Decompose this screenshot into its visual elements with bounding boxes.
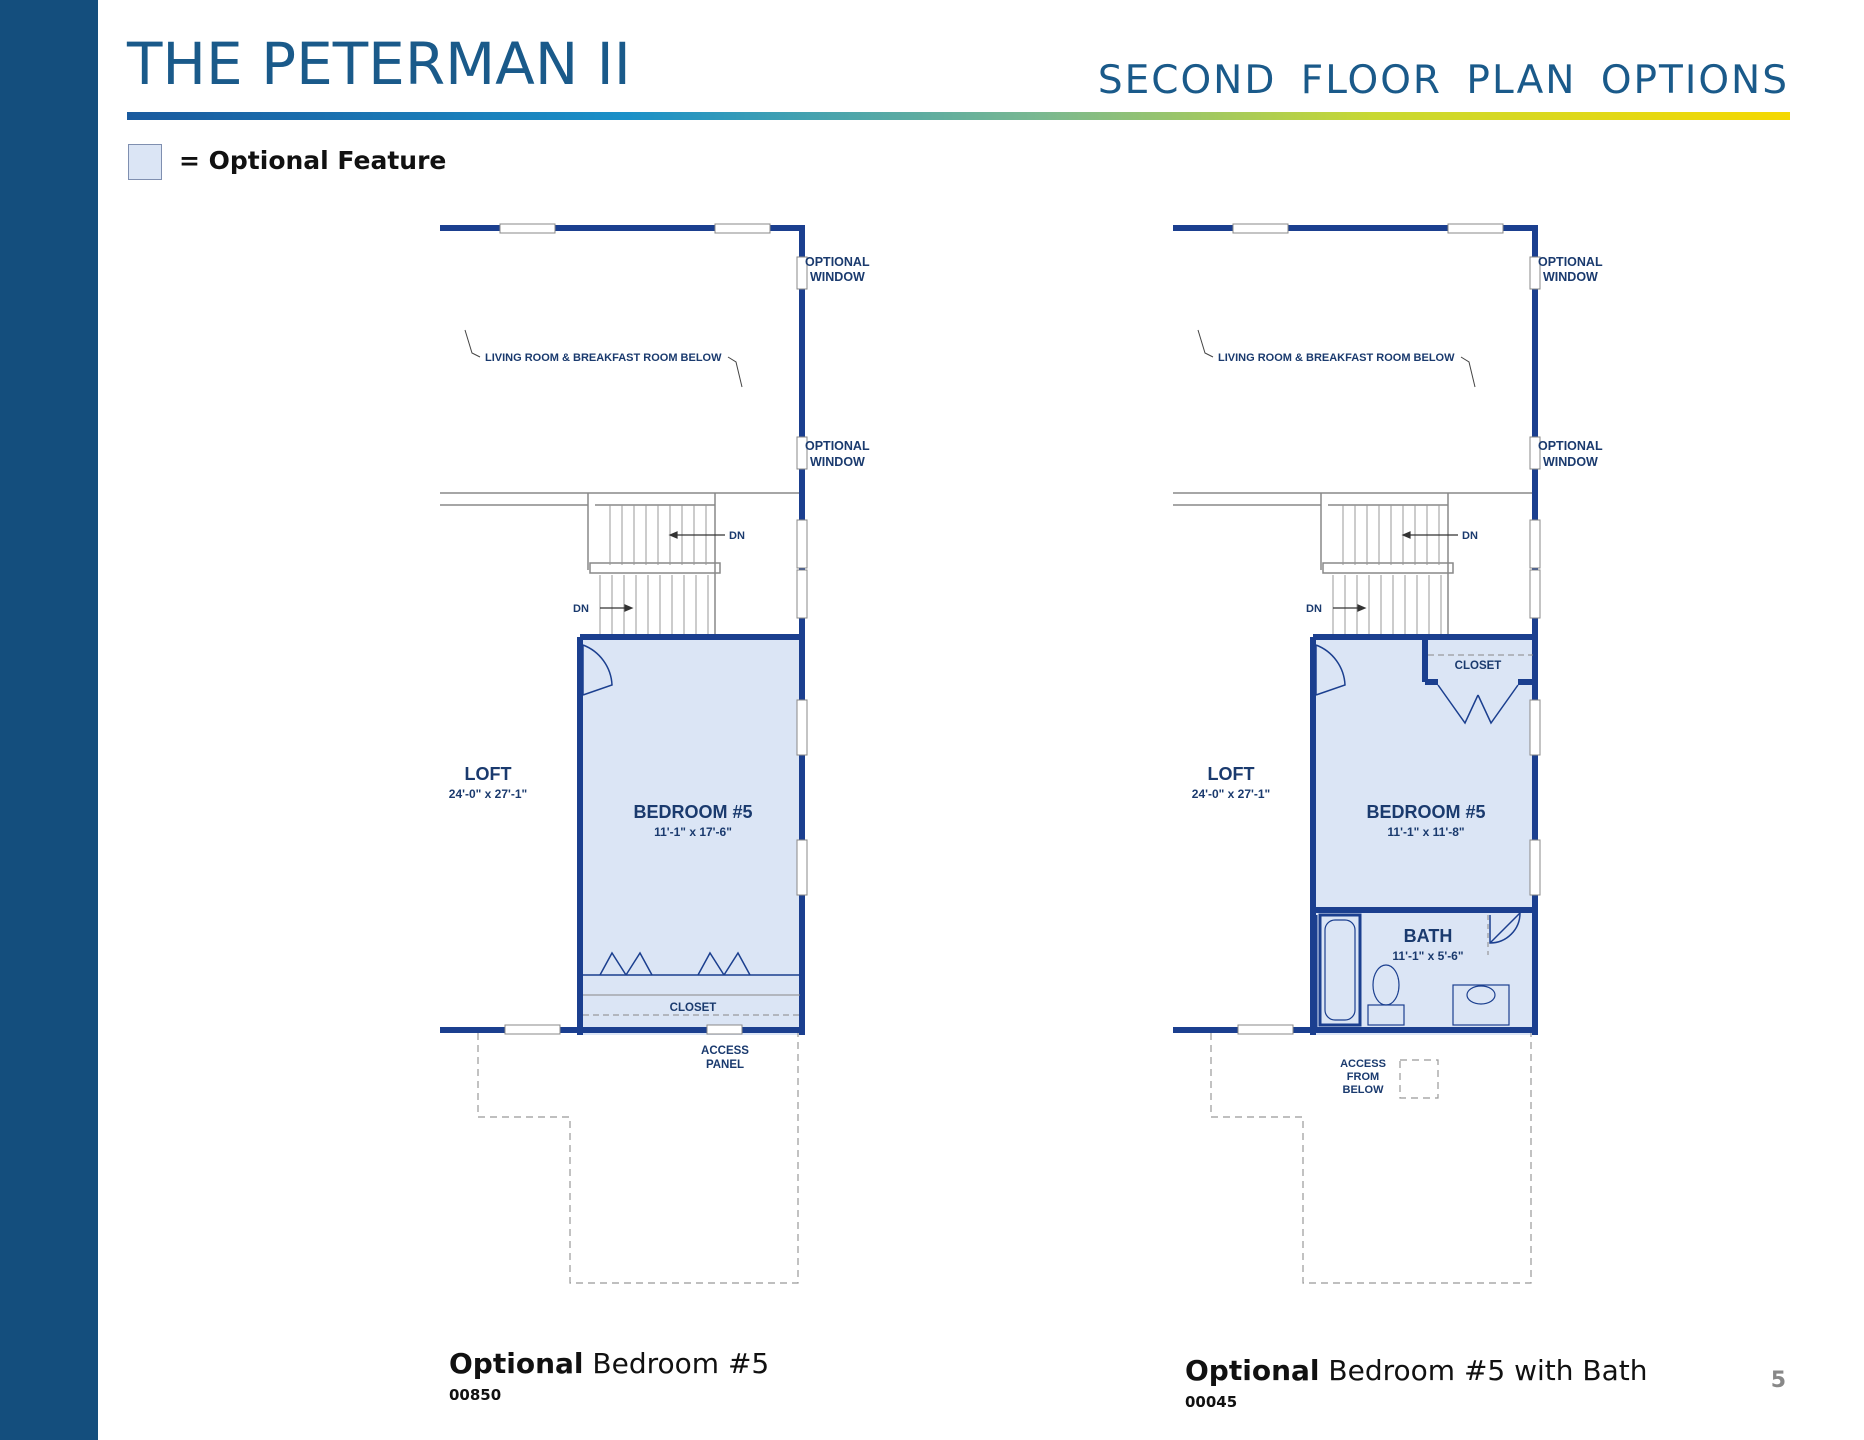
- access-label: ACCESS: [1340, 1058, 1386, 1070]
- floor-plan-drawing: OPTIONAL WINDOW OPTIONAL WINDOW LIVING R…: [1173, 223, 1603, 1284]
- bedroom-dims: 11'-1" x 11'-8": [1387, 825, 1464, 839]
- page-number: 5: [1770, 1368, 1786, 1393]
- bedroom-dims: 11'-1" x 17'-6": [654, 825, 732, 839]
- optional-window-label: OPTIONAL: [805, 255, 870, 269]
- header-gradient-rule: [127, 112, 1790, 120]
- closet-label: CLOSET: [1455, 660, 1502, 672]
- bath-name: BATH: [1404, 926, 1453, 946]
- dn-label: DN: [729, 530, 745, 542]
- below-note: LIVING ROOM & BREAKFAST ROOM BELOW: [1218, 352, 1455, 364]
- page-title: THE PETERMAN II: [127, 30, 631, 98]
- access-label: ACCESS: [701, 1045, 749, 1057]
- closet-label: CLOSET: [670, 1002, 717, 1014]
- caption-rest: Bedroom #5: [583, 1347, 770, 1380]
- optional-window-label: WINDOW: [1543, 455, 1598, 469]
- access-label: FROM: [1347, 1071, 1379, 1083]
- caption-rest: Bedroom #5 with Bath: [1319, 1354, 1648, 1387]
- caption-optional-bedroom-with-bath: Optional Bedroom #5 with Bath: [1185, 1354, 1648, 1387]
- optional-window-label: OPTIONAL: [1538, 255, 1603, 269]
- floor-plan-optional-bedroom-with-bath: OPTIONAL WINDOW OPTIONAL WINDOW LIVING R…: [1173, 215, 1693, 1305]
- caption-bold: Optional: [449, 1347, 584, 1380]
- access-label: BELOW: [1343, 1084, 1385, 1096]
- loft-name: LOFT: [465, 764, 512, 784]
- caption-optional-bedroom: Optional Bedroom #5: [449, 1347, 769, 1380]
- floor-plan-drawing: OPTIONAL WINDOW OPTIONAL WINDOW LIVING R…: [440, 223, 870, 1284]
- access-label: PANEL: [706, 1059, 744, 1071]
- optional-window-label: WINDOW: [810, 455, 865, 469]
- dn-label: DN: [573, 603, 589, 615]
- bedroom-name: BEDROOM #5: [633, 802, 752, 822]
- legend-text: = Optional Feature: [179, 146, 447, 175]
- loft-dims: 24'-0" x 27'-1": [1192, 787, 1270, 801]
- plan-code: 00045: [1185, 1393, 1238, 1411]
- optional-window-label: WINDOW: [1543, 270, 1598, 284]
- legend-swatch: [128, 144, 162, 180]
- loft-name: LOFT: [1208, 764, 1255, 784]
- floor-plan-optional-bedroom: OPTIONAL WINDOW OPTIONAL WINDOW LIVING R…: [440, 215, 960, 1305]
- dn-label: DN: [1306, 603, 1322, 615]
- plan-code: 00850: [449, 1386, 502, 1404]
- loft-dims: 24'-0" x 27'-1": [449, 787, 527, 801]
- optional-window-label: WINDOW: [810, 270, 865, 284]
- sidebar-band: [0, 0, 98, 1440]
- bedroom-name: BEDROOM #5: [1366, 802, 1485, 822]
- caption-bold: Optional: [1185, 1354, 1320, 1387]
- bath-dims: 11'-1" x 5'-6": [1392, 949, 1463, 963]
- optional-window-label: OPTIONAL: [805, 439, 870, 453]
- optional-window-label: OPTIONAL: [1538, 439, 1603, 453]
- dn-label: DN: [1462, 530, 1478, 542]
- page-subtitle: SECOND FLOOR PLAN OPTIONS: [1097, 58, 1789, 103]
- below-note: LIVING ROOM & BREAKFAST ROOM BELOW: [485, 352, 722, 364]
